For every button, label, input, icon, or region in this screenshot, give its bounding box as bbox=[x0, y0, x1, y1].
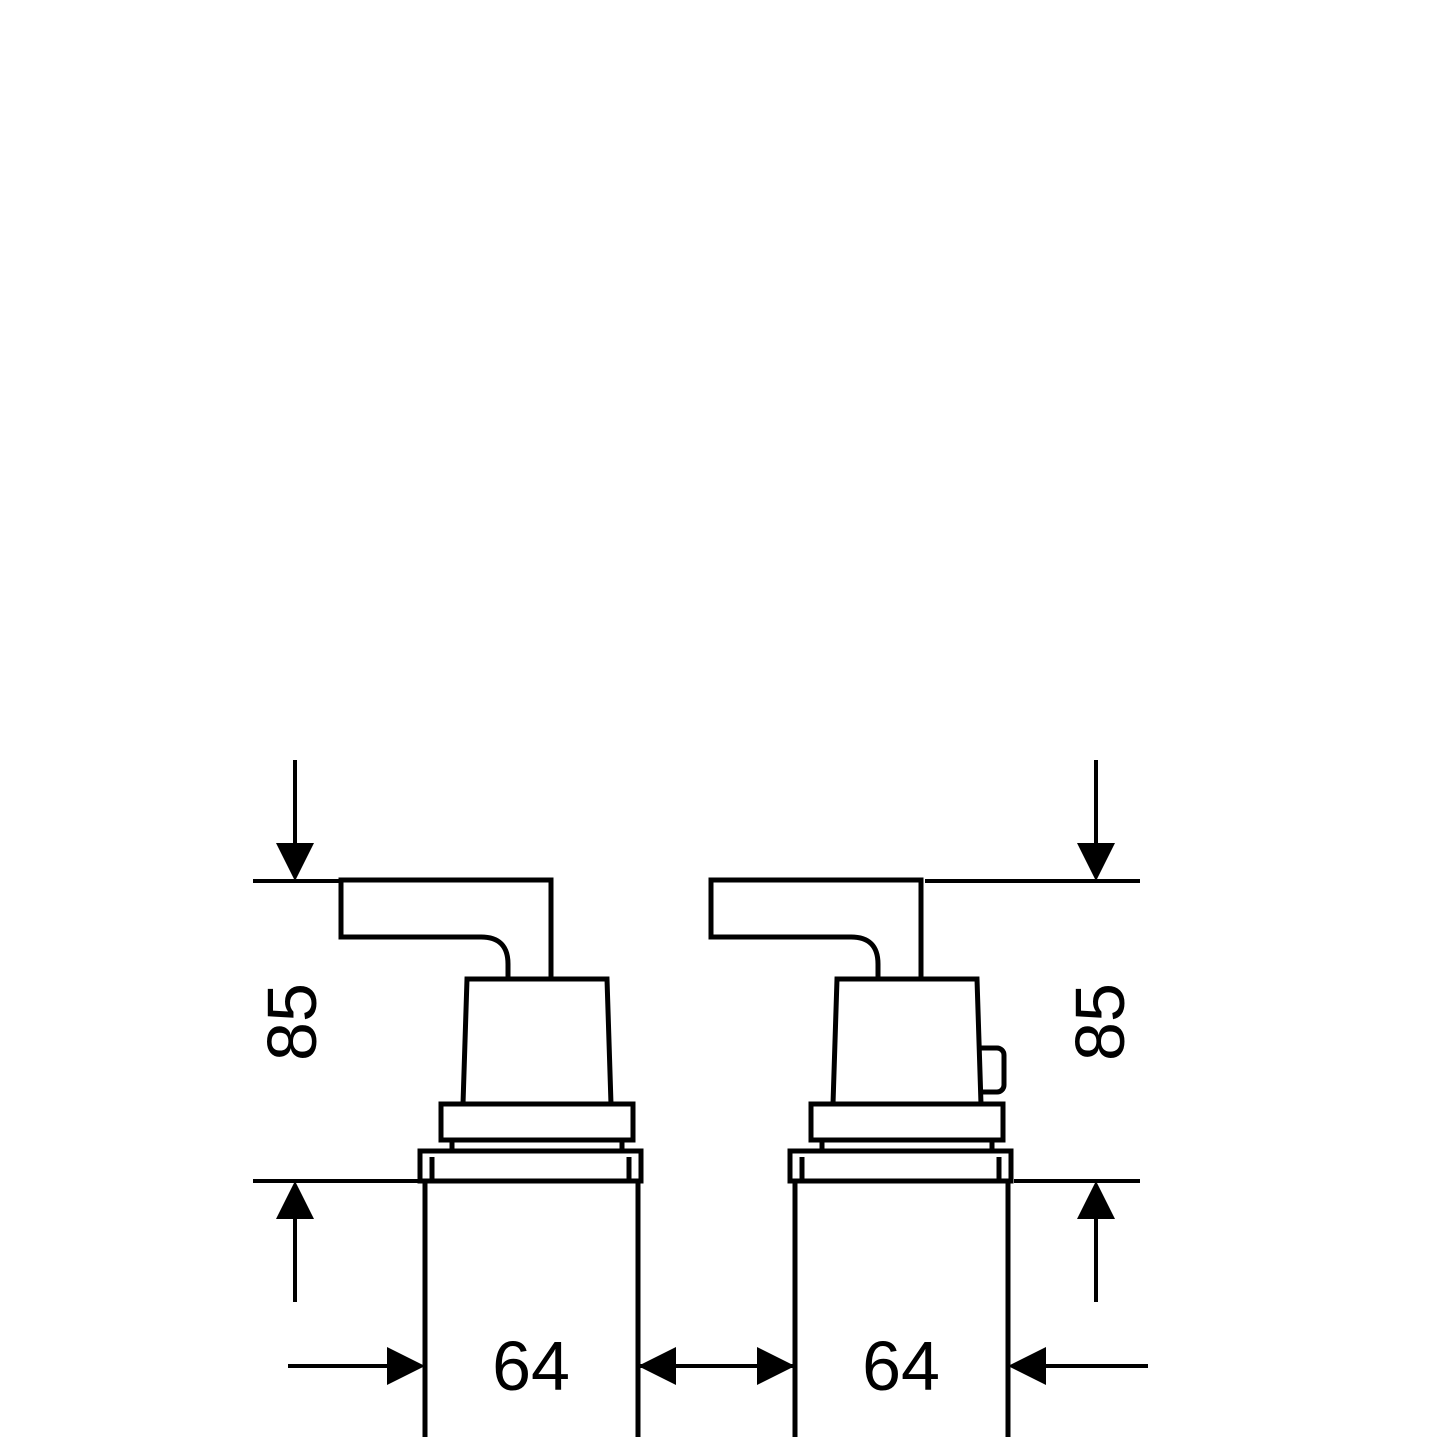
dim-arrow-up-icon bbox=[1077, 1181, 1115, 1219]
right-valve-plate bbox=[808, 1101, 1006, 1143]
dimension-width-right: 64 bbox=[757, 1327, 1148, 1405]
dim-arrow-up-icon bbox=[276, 1181, 314, 1219]
left-valve bbox=[338, 877, 644, 1437]
dimension-label-width-left: 64 bbox=[492, 1327, 570, 1405]
dimension-label-height-left: 85 bbox=[253, 983, 331, 1061]
left-valve-plate bbox=[438, 1101, 636, 1143]
dimension-label-height-right: 85 bbox=[1061, 983, 1139, 1061]
right-valve bbox=[708, 877, 1014, 1437]
left-valve-body bbox=[460, 976, 614, 1107]
dimension-height-right: 85 bbox=[925, 760, 1140, 1302]
dim-arrow-down-icon bbox=[1077, 843, 1115, 881]
dim-arrow-right-icon bbox=[387, 1347, 425, 1385]
dim-arrow-left-icon bbox=[1008, 1347, 1046, 1385]
dimension-height-left: 85 bbox=[253, 760, 420, 1302]
dimension-width-left: 64 bbox=[288, 1327, 676, 1405]
right-valve-base-escutcheon bbox=[787, 1148, 1014, 1184]
dim-arrow-down-icon bbox=[276, 843, 314, 881]
right-valve-lever-handle bbox=[708, 877, 924, 982]
left-valve-base-escutcheon bbox=[417, 1148, 644, 1184]
dimension-label-width-right: 64 bbox=[862, 1327, 940, 1405]
left-valve-lever-handle bbox=[338, 877, 554, 982]
dim-arrow-right-icon bbox=[757, 1347, 795, 1385]
right-valve-body bbox=[830, 976, 984, 1107]
